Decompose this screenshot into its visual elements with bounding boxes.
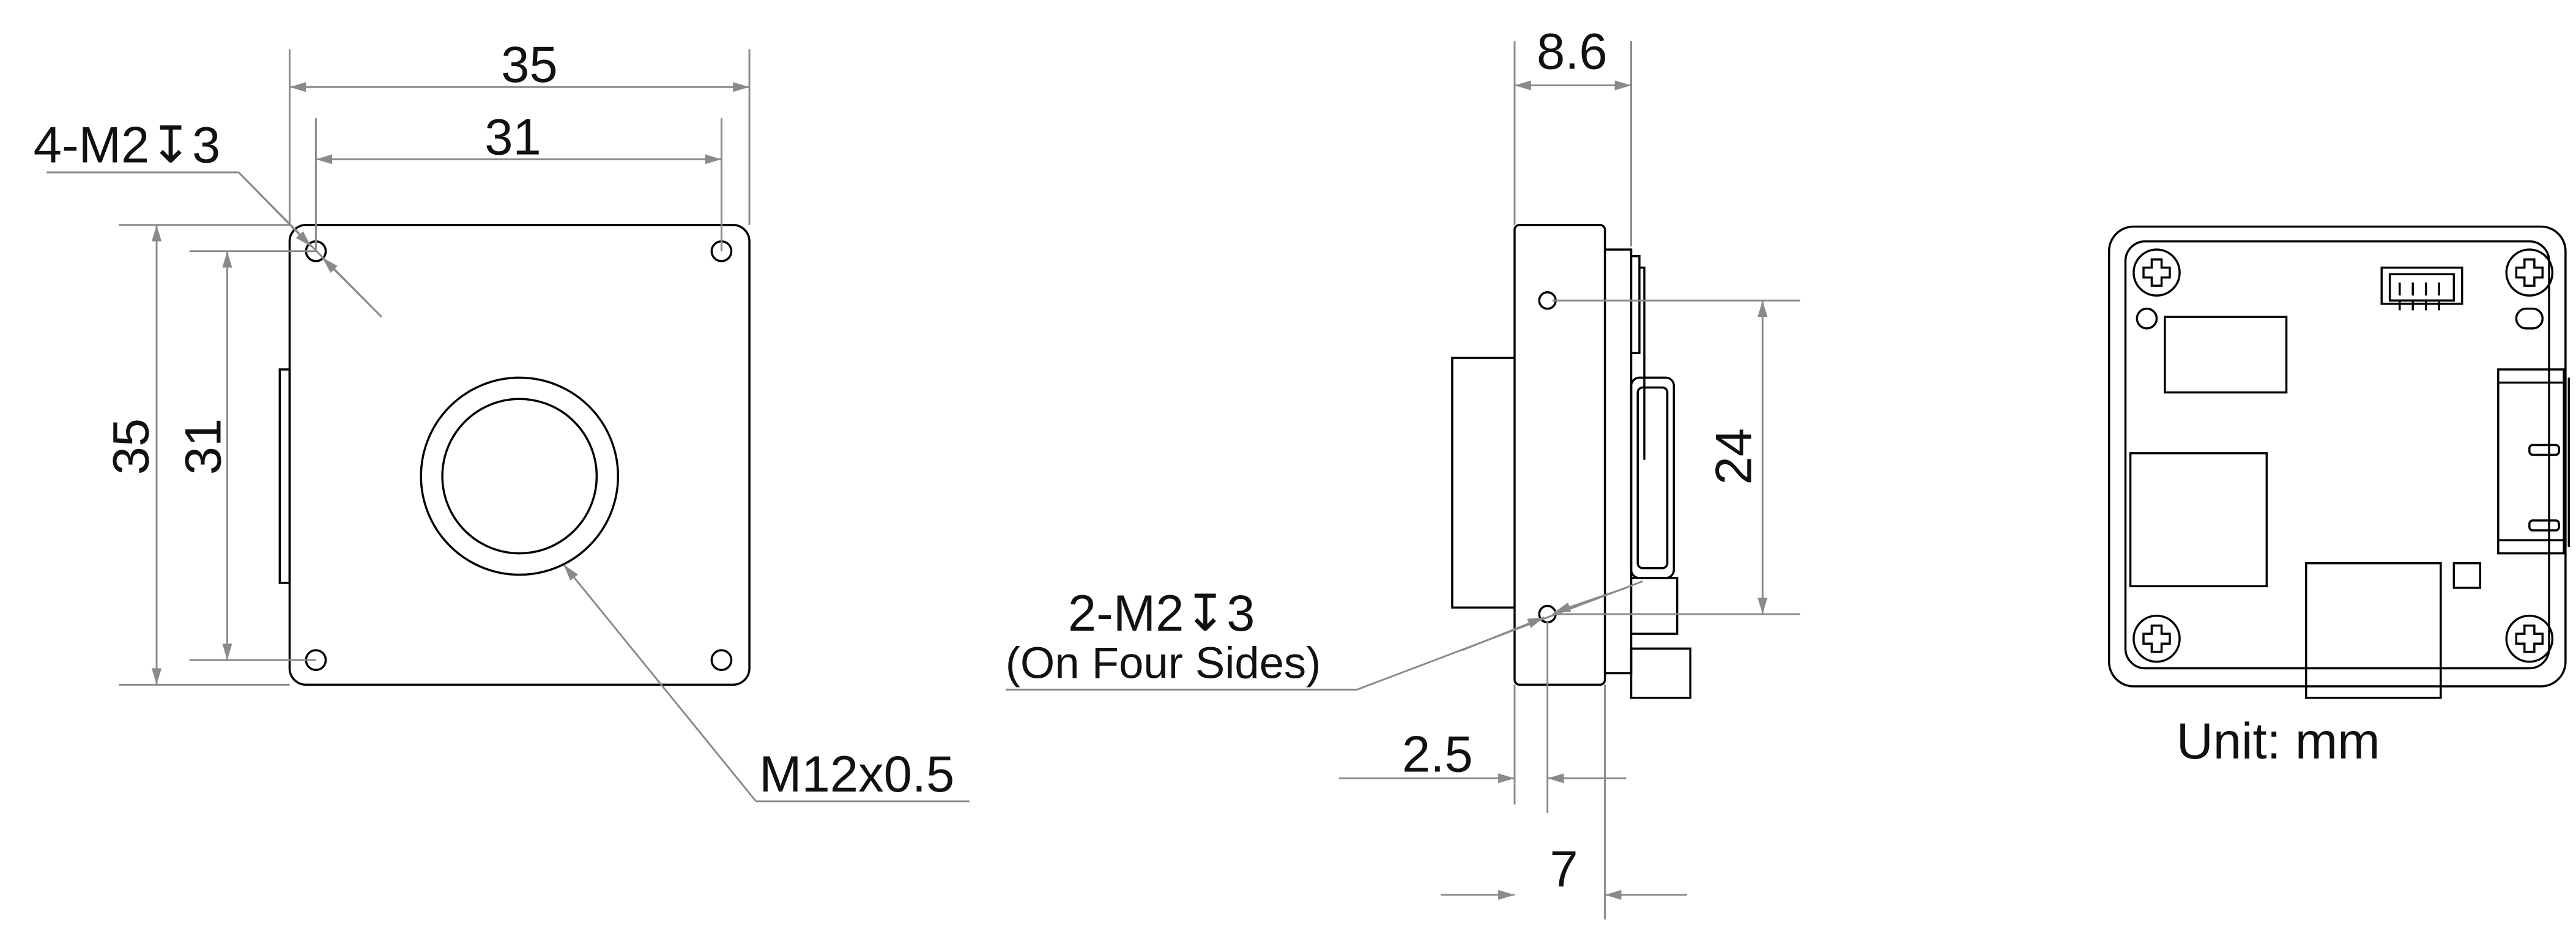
dim-height-35: 35 [103,418,160,475]
unit-label: Unit: mm [2177,713,2380,770]
usb-connector [2497,368,2570,555]
side-view: 8.6 24 2-M2↧3 (On Four Sides) 2.5 7 [1006,23,1801,920]
lens-mount [420,376,620,576]
back-view: Unit: mm [2107,225,2570,770]
header-connector [2380,266,2463,311]
lens-thread-label: M12x0.5 [759,746,954,803]
side-holes-label: 2-M2↧3 [1068,585,1255,642]
screw-icons [2132,248,2554,663]
mount-holes-label: 4-M2↧3 [34,117,221,174]
dim-offset-2-5: 2.5 [1402,726,1473,783]
dim-depth-8-6: 8.6 [1537,23,1608,80]
side-holes-note: (On Four Sides) [1006,639,1321,688]
dim-width-35: 35 [501,36,558,93]
dim-width-31: 31 [484,108,541,165]
front-view: 35 31 35 31 4-M2↧3 M12x0.5 [34,36,970,803]
dim-height-31: 31 [175,418,232,475]
dim-body-7: 7 [1550,841,1578,898]
dim-hole-spacing-24: 24 [1705,428,1762,485]
